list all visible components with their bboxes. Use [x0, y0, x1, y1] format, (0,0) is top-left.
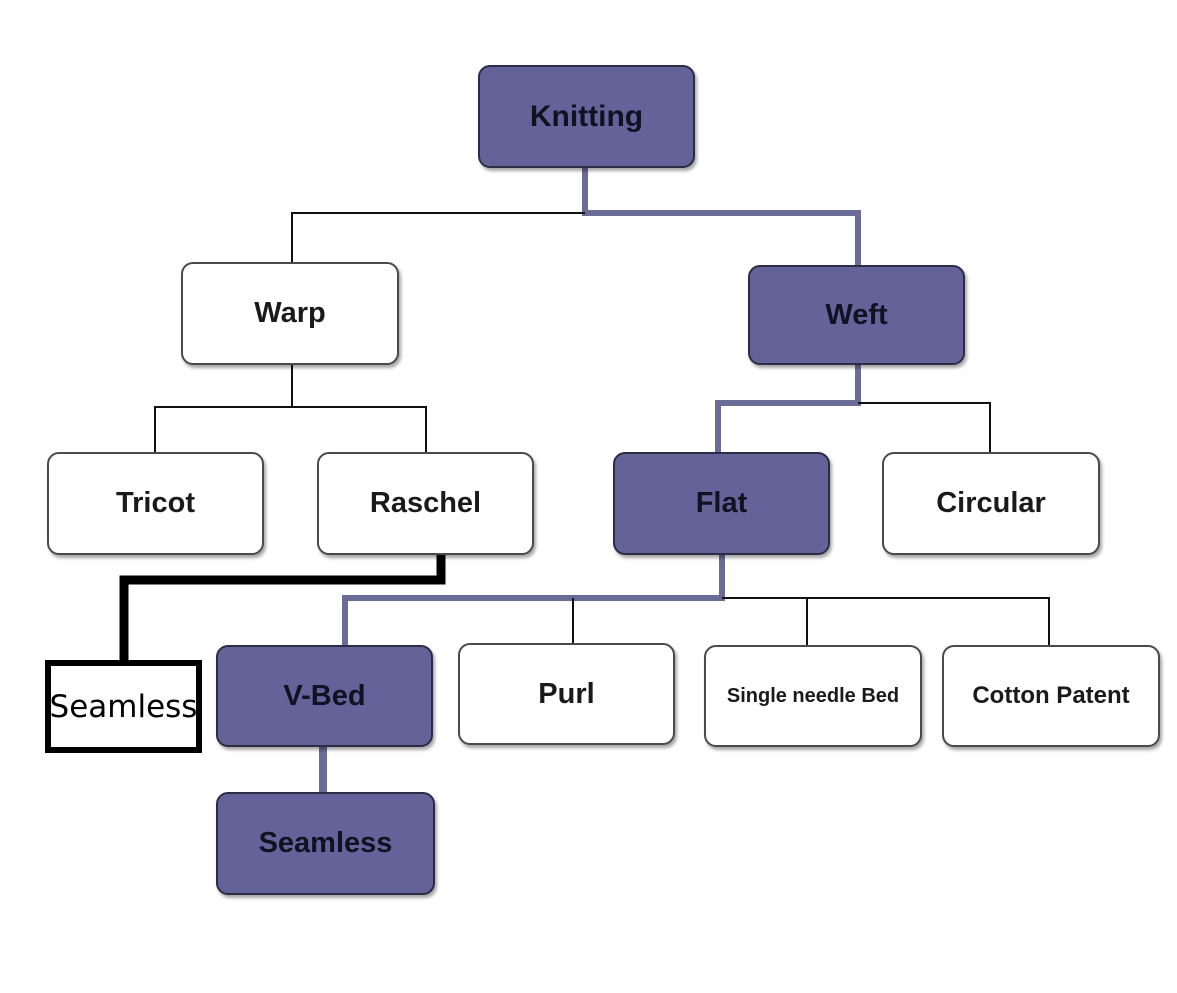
node-seamless-warp: Seamless: [45, 660, 202, 753]
node-weft: Weft: [748, 265, 965, 365]
connector-flat-others: [722, 597, 1050, 645]
node-tricot: Tricot: [47, 452, 264, 555]
connector-raschel-seamless: [119, 555, 446, 660]
node-vbed-label: V-Bed: [283, 679, 366, 712]
node-flat-label: Flat: [695, 487, 748, 519]
connector-knitting-weft: [582, 168, 861, 265]
node-single-needle-bed: Single needle Bed: [704, 645, 922, 747]
node-seamless-vbed: Seamless: [216, 792, 435, 895]
node-purl-label: Purl: [538, 677, 595, 710]
node-circular-label: Circular: [936, 487, 1046, 519]
node-warp: Warp: [181, 262, 399, 365]
node-raschel: Raschel: [317, 452, 534, 555]
node-circular: Circular: [882, 452, 1100, 555]
node-cotton-patent-label: Cotton Patent: [972, 682, 1130, 709]
node-weft-label: Weft: [825, 298, 888, 331]
connector-warp-bar: [154, 406, 427, 452]
node-warp-label: Warp: [254, 297, 326, 329]
node-purl: Purl: [458, 643, 675, 745]
node-tricot-label: Tricot: [116, 487, 195, 519]
node-knitting: Knitting: [478, 65, 695, 168]
node-seamless-warp-label: Seamless: [49, 688, 198, 725]
node-flat: Flat: [613, 452, 830, 555]
node-vbed: V-Bed: [216, 645, 433, 747]
node-seamless-vbed-label: Seamless: [258, 827, 393, 859]
connector-knitting-warp: [291, 212, 585, 262]
connector-weft-circular: [858, 402, 991, 452]
node-cotton-patent: Cotton Patent: [942, 645, 1160, 747]
connector-flat-vbed: [342, 555, 725, 645]
connector-weft-flat: [715, 365, 861, 452]
node-single-needle-bed-label: Single needle Bed: [726, 684, 900, 707]
node-knitting-label: Knitting: [529, 99, 644, 133]
node-raschel-label: Raschel: [369, 487, 482, 519]
